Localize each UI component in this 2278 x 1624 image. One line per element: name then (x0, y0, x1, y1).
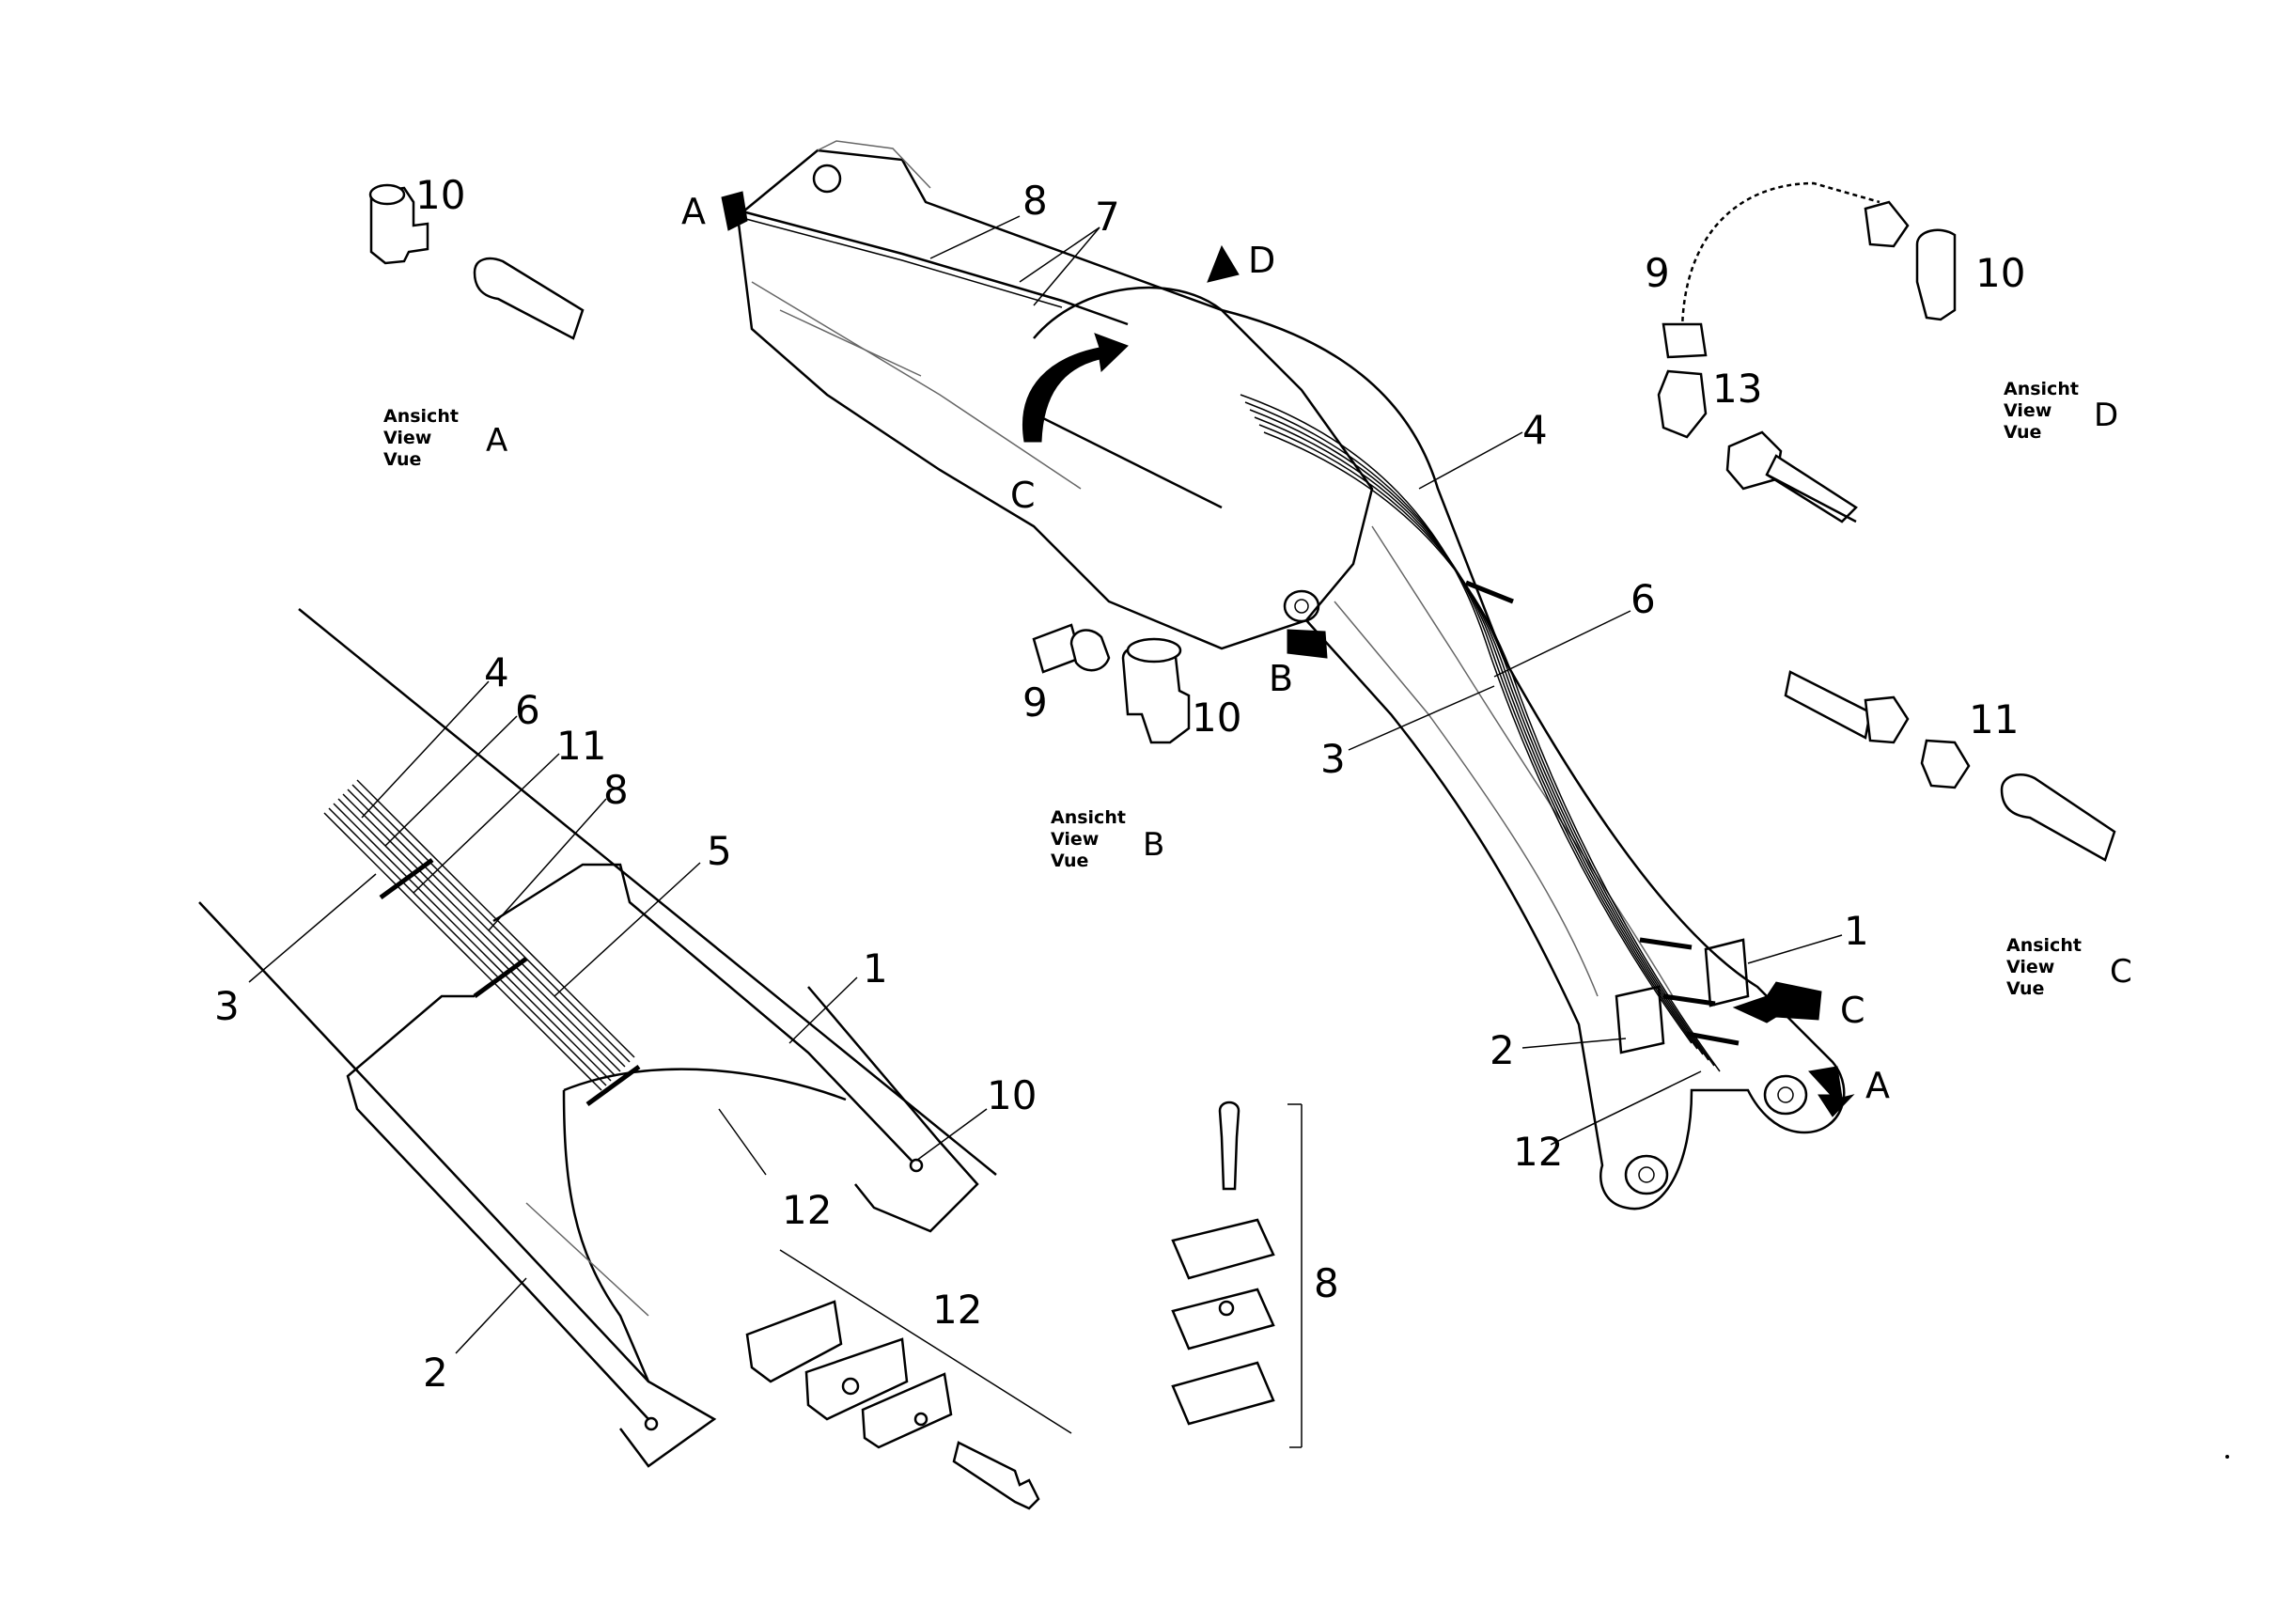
arrow-d-top-label: D (1248, 240, 1275, 281)
callout-10-view-d: 10 (1975, 250, 2025, 296)
callout-2-right: 2 (1490, 1027, 1515, 1073)
callout-2-left: 2 (423, 1350, 448, 1396)
callout-8-top: 8 (1022, 178, 1048, 224)
callout-3-left: 3 (214, 983, 240, 1029)
view-c-line3: Vue (2006, 978, 2044, 999)
view-a-line1: Ansicht (383, 406, 459, 427)
arrow-c-mid-label: C (1010, 475, 1036, 516)
stray-dot (2225, 1455, 2229, 1459)
boom-callouts: 8 7 4 6 3 1 2 12 (929, 178, 1869, 1175)
callout-10-left: 10 (987, 1072, 1037, 1118)
callout-10-view-a: 10 (415, 172, 465, 218)
arrow-b-mid-label: B (1269, 658, 1293, 699)
view-a-letter: A (486, 422, 507, 460)
boom-top-view (198, 608, 997, 1468)
arrow-a-right-label: A (1865, 1065, 1890, 1106)
arrow-a-top-label: A (681, 191, 706, 232)
arrow-d-top: D (1207, 240, 1275, 283)
view-b-letter: B (1143, 826, 1164, 864)
view-a-line2: View (383, 428, 431, 448)
callout-4-right: 4 (1522, 407, 1548, 453)
callout-13-view-d: 13 (1712, 366, 1762, 412)
callout-10-view-b: 10 (1192, 695, 1241, 741)
callout-11-view-c: 11 (1969, 696, 2019, 742)
view-c-line1: Ansicht (2006, 935, 2082, 956)
callout-1-right: 1 (1844, 908, 1869, 954)
view-b-detail: 9 10 Ansicht View Vue B (1022, 623, 1241, 871)
arrow-b-mid: B (1269, 629, 1328, 699)
callout-1-left: 1 (863, 945, 888, 992)
view-b-line1: Ansicht (1051, 807, 1126, 828)
boom-top-view-callouts: 4 6 11 8 3 5 1 10 12 2 (214, 649, 1037, 1396)
view-d-letter: D (2094, 397, 2118, 434)
callout-11-left: 11 (556, 723, 606, 769)
callout-9-view-b: 9 (1022, 679, 1048, 726)
view-b-line3: Vue (1051, 851, 1088, 871)
callout-8-clamp: 8 (1314, 1260, 1339, 1306)
view-c-letter: C (2110, 953, 2132, 991)
clamp-kit-8: 8 (1171, 1101, 1339, 1448)
callout-6-left: 6 (515, 687, 540, 733)
view-d-line2: View (2004, 400, 2052, 421)
view-c-detail: 11 Ansicht View Vue C (1784, 670, 2132, 999)
arrow-c-mid: C (1010, 333, 1129, 516)
callout-12-left: 12 (782, 1187, 832, 1233)
callout-5-left: 5 (707, 828, 732, 874)
callout-9-view-d: 9 (1645, 250, 1670, 296)
clamp-kit-12: 12 (745, 1249, 1072, 1510)
view-a-line3: Vue (383, 449, 421, 470)
view-b-line2: View (1051, 829, 1099, 850)
callout-7-top: 7 (1095, 194, 1120, 240)
callout-4-left: 4 (484, 649, 509, 695)
callout-12-clamp: 12 (932, 1287, 982, 1333)
callout-8-left: 8 (603, 767, 629, 813)
arrow-a-top: A (681, 191, 748, 232)
view-a-detail: 10 Ansicht View Vue A (368, 172, 585, 470)
view-c-line2: View (2006, 957, 2054, 977)
callout-3-right: 3 (1320, 736, 1346, 782)
arrow-c-right: C (1732, 981, 1865, 1031)
view-d-detail: 9 10 13 Ansicht View Vue D (1645, 176, 2118, 523)
callout-6-right: 6 (1630, 576, 1656, 622)
callout-12-right: 12 (1513, 1129, 1563, 1175)
view-d-line1: Ansicht (2004, 379, 2079, 399)
view-d-line3: Vue (2004, 422, 2041, 443)
arrow-c-right-label: C (1840, 990, 1865, 1031)
arrow-a-right: A (1808, 1065, 1890, 1117)
